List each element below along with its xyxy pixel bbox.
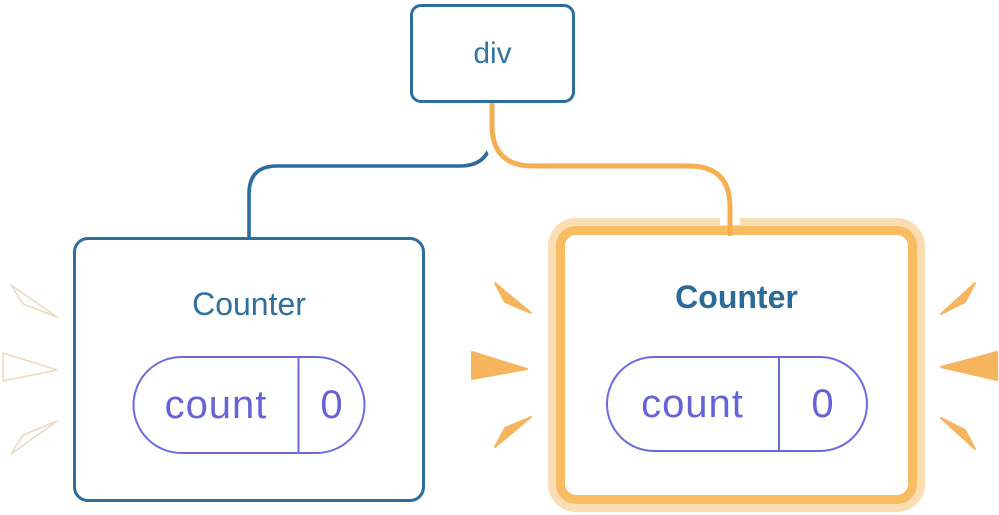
edge-to-right-counter [489, 103, 733, 236]
counter-title: Counter [675, 279, 798, 315]
burst-ray [2, 352, 58, 382]
burst-rays-left-counter [2, 284, 58, 455]
burst-ray [940, 351, 998, 381]
state-pill-divider [297, 358, 300, 452]
burst-ray [940, 417, 976, 450]
counter-title: Counter [192, 286, 306, 322]
state-key-cell: count [164, 382, 268, 427]
burst-rays-right-counter-left [471, 282, 532, 448]
edge-to-right-counter-casing [482, 103, 740, 225]
state-pill: count 0 [132, 356, 366, 454]
burst-ray [940, 282, 976, 315]
counter-node-left: Counter count 0 [73, 237, 425, 502]
state-pill-divider [777, 358, 780, 450]
burst-rays-right-counter-right [940, 282, 998, 450]
state-key-cell: count [641, 381, 744, 426]
edge-to-left-counter [247, 103, 494, 240]
state-pill: count 0 [605, 356, 868, 452]
burst-ray [494, 416, 532, 448]
burst-ray [10, 420, 58, 455]
state-value-cell: 0 [811, 381, 834, 426]
state-value-cell: 0 [320, 382, 343, 427]
root-node-label: div [473, 36, 512, 70]
burst-ray [471, 351, 528, 380]
counter-node-right: Counter count 0 [556, 226, 917, 504]
tree-root-node: div [410, 4, 575, 103]
burst-ray [10, 284, 58, 318]
burst-ray [494, 282, 532, 314]
